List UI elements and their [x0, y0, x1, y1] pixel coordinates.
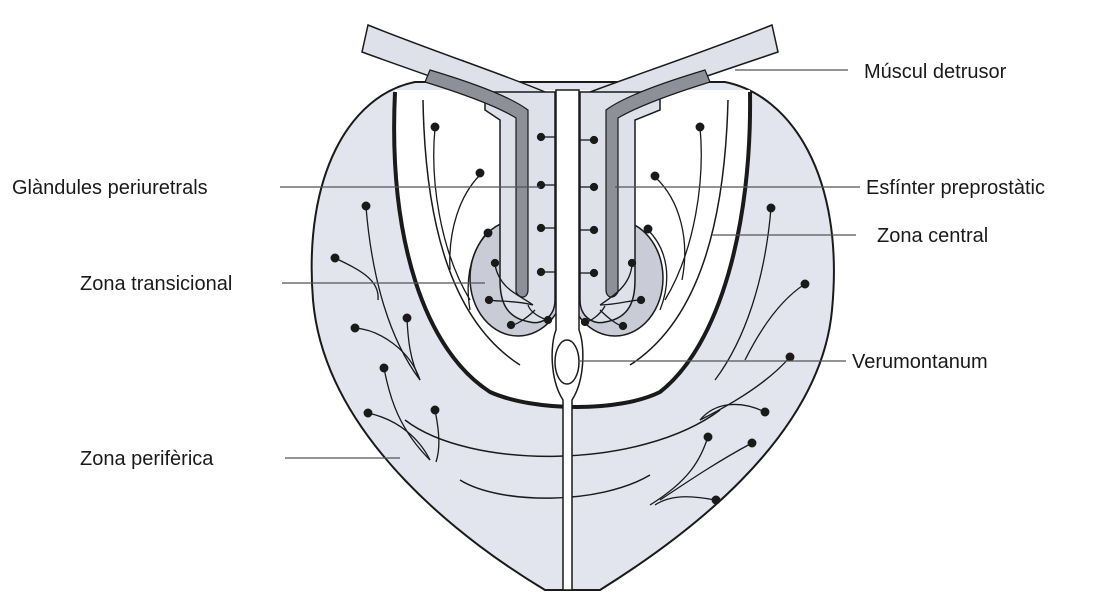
label-zona-periferica: Zona perifèrica	[80, 449, 213, 469]
label-zona-central: Zona central	[877, 226, 988, 246]
label-zona-transicional: Zona transicional	[80, 274, 232, 294]
label-esfinter-preprostatic: Esfínter preprostàtic	[866, 178, 1045, 198]
label-glandules-periuretrals: Glàndules periuretrals	[12, 178, 208, 198]
label-musculo-detrusor: Múscul detrusor	[864, 62, 1006, 82]
label-verumontanum: Verumontanum	[852, 352, 988, 372]
verumontanum-shape	[555, 340, 579, 384]
